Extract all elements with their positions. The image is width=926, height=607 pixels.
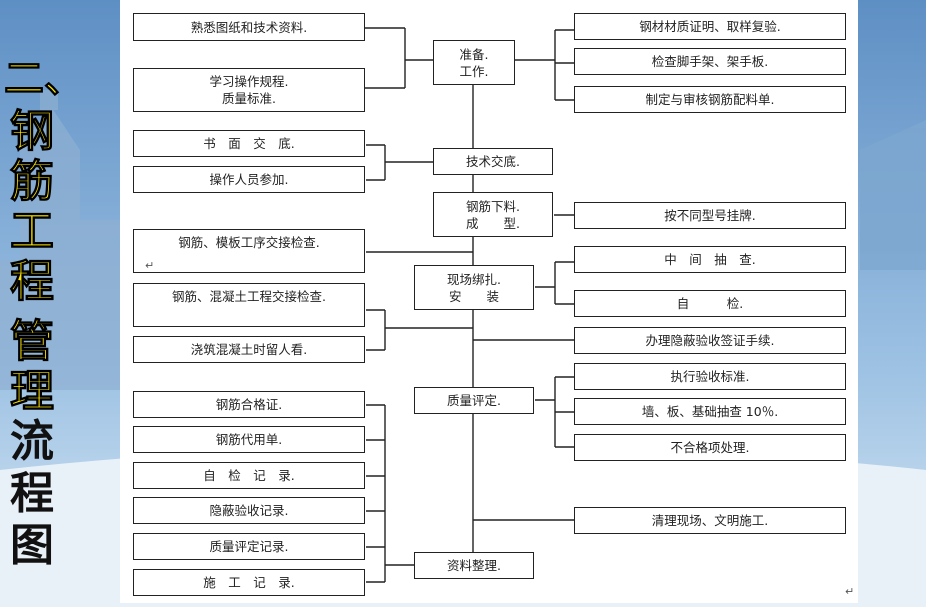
- box-construction-record: 施 工 记 录.: [133, 569, 365, 596]
- title-char-2: 筋: [10, 156, 55, 207]
- box-cutting-forming: 钢筋下料. 成 型.: [433, 192, 553, 237]
- box-self-check: 自 检.: [574, 290, 846, 317]
- box-intermediate-spot-check: 中 间 抽 查.: [574, 246, 846, 273]
- title-char-1: 钢: [10, 106, 55, 157]
- box-familiarize-drawings: 熟悉图纸和技术资料.: [133, 13, 365, 41]
- box-concealed-acceptance-record: 隐蔽验收记录.: [133, 497, 365, 524]
- box-nonconformity-handling: 不合格项处理.: [574, 434, 846, 461]
- title-char-6: 理: [10, 366, 55, 417]
- box-written-brief: 书 面 交 底.: [133, 130, 365, 157]
- box-site-cleanup: 清理现场、文明施工.: [574, 507, 846, 534]
- box-check-scaffolding: 检查脚手架、架手板.: [574, 48, 846, 75]
- box-concealed-acceptance-signoff: 办理隐蔽验收签证手续.: [574, 327, 846, 354]
- box-self-inspection-record: 自 检 记 录.: [133, 462, 365, 489]
- box-acceptance-standard: 执行验收标准.: [574, 363, 846, 390]
- title-char-5: 管: [10, 316, 55, 367]
- box-type-tagging: 按不同型号挂牌.: [574, 202, 846, 229]
- box-cutting-schedule: 制定与审核钢筋配料单.: [574, 86, 846, 113]
- box-technical-briefing: 技术交底.: [433, 148, 553, 175]
- box-formwork-handover: 钢筋、模板工序交接检查.: [133, 229, 365, 273]
- box-steel-certificate-sampling: 钢材材质证明、取样复验.: [574, 13, 846, 40]
- box-preparation: 准备. 工作.: [433, 40, 515, 85]
- box-concrete-handover: 钢筋、混凝土工程交接检查.: [133, 283, 365, 327]
- box-study-regulations: 学习操作规程. 质量标准.: [133, 68, 365, 112]
- box-sampling-ten-percent: 墙、板、基础抽查 10％.: [574, 398, 846, 425]
- title-char-4: 程: [10, 256, 55, 307]
- title-char-8: 程: [10, 468, 54, 519]
- box-data-organization: 资料整理.: [414, 552, 534, 579]
- box-binding-installation: 现场绑扎. 安 装: [414, 265, 534, 310]
- box-workers-attend: 操作人员参加.: [133, 166, 365, 193]
- paragraph-mark-end: ↵: [845, 585, 855, 598]
- title-char-3: 工: [10, 206, 55, 257]
- paragraph-mark: ↵: [145, 259, 155, 272]
- building-silhouette: [0, 90, 120, 390]
- right-decoration: [860, 120, 926, 270]
- box-pour-watch: 浇筑混凝土时留人看.: [133, 336, 365, 363]
- title-prefix: 二、: [4, 56, 85, 103]
- box-quality-evaluation-record: 质量评定记录.: [133, 533, 365, 560]
- box-rebar-substitution: 钢筋代用单.: [133, 426, 365, 453]
- box-quality-evaluation: 质量评定.: [414, 387, 534, 414]
- title-char-9: 图: [10, 520, 54, 571]
- title-char-7: 流: [10, 416, 54, 467]
- box-rebar-certificate: 钢筋合格证.: [133, 391, 365, 418]
